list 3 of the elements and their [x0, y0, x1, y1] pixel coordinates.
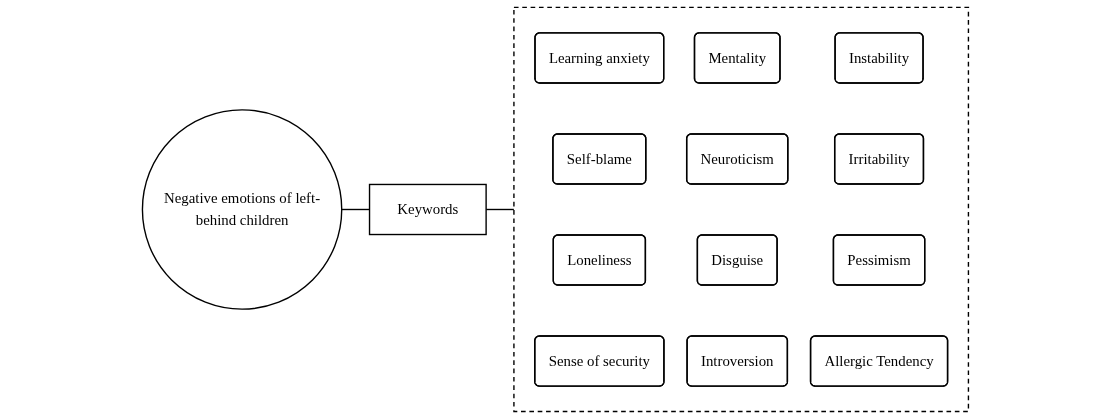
node-circle: Negative emotions of left-behind children [141, 109, 342, 310]
node-box: Keywords [368, 183, 487, 236]
cluster [512, 6, 969, 413]
